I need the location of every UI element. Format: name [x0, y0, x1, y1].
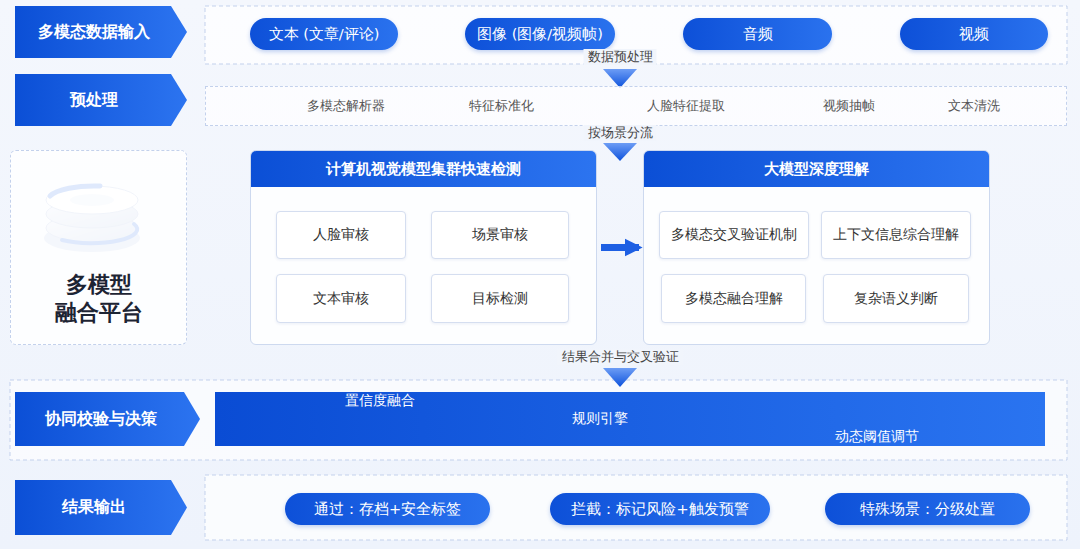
input-pill: 音频 [683, 18, 832, 50]
step-text: 动态阈值调节 [835, 428, 1080, 446]
input-pill: 文本 (文章/评论) [250, 18, 398, 50]
process-box: 场景审核 [431, 211, 569, 259]
stage-title: 结果输出 [62, 497, 126, 518]
input-pill: 通过：存档+安全标签 [285, 493, 490, 525]
node-text: 视频 [959, 25, 989, 44]
process-box: 文本审核 [276, 274, 406, 323]
platform-card: 多模型 融合平台 [10, 150, 187, 345]
banner-arrow [15, 392, 200, 446]
node-text: 多模型 融合平台 [34, 271, 164, 326]
node-text: 目标检测 [472, 290, 528, 308]
step-panel: 多模态解析器 特征标准化 人脸特征提取 视频抽帧 文本清洗 [205, 86, 1067, 126]
stage-title: 协同校验与决策 [45, 409, 157, 430]
decision-panel [10, 380, 1067, 460]
step-text: 规则引擎 [572, 410, 1080, 428]
process-box: 复杂语义判断 [823, 274, 969, 323]
process-box: 人脸审核 [276, 211, 406, 259]
node-text: 上下文信息综合理解 [833, 226, 959, 244]
output-panel [205, 475, 1067, 540]
process-box: 目标检测 [431, 274, 569, 323]
banner-arrow [15, 6, 187, 58]
node-text: 多模态交叉验证机制 [671, 226, 797, 244]
flow-label: 结果合并与交叉验证 [558, 349, 683, 365]
down-arrow [603, 368, 637, 387]
step-text: 置信度融合 [345, 392, 1080, 410]
process-box: 多模态交叉验证机制 [659, 211, 809, 259]
flow-label: 数据预处理 [584, 49, 657, 65]
input-pill: 拦截：标记风险+触发预警 [550, 493, 770, 525]
step-text: 人脸特征提取 [647, 97, 725, 115]
input-pill: 图像 (图像/视频帧) [465, 18, 615, 50]
flow-arrow [601, 244, 639, 251]
node-text: 文本 (文章/评论) [269, 25, 380, 44]
process-box: 上下文信息综合理解 [821, 211, 971, 259]
stage-banner: 协同校验与决策 [15, 392, 200, 446]
node-text: 特殊场景：分级处置 [860, 500, 995, 519]
node-text: 图像 (图像/视频帧) [477, 25, 603, 44]
module-card: 大模型深度理解多模态交叉验证机制 上下文信息综合理解多模态融合理解 复杂语义判断 [643, 150, 990, 345]
stage-banner: 结果输出 [15, 480, 187, 535]
step-text: 多模态解析器 [307, 97, 385, 115]
input-pill: 特殊场景：分级处置 [825, 493, 1030, 525]
node-text: 文本审核 [313, 290, 369, 308]
step-text: 特征标准化 [469, 97, 534, 115]
decision-band: 置信度融合规则引擎动态阈值调节 [215, 392, 1045, 446]
node-text: 人脸审核 [313, 226, 369, 244]
stage-banner: 多模态数据输入 [15, 6, 187, 58]
down-arrow [603, 143, 637, 161]
node-text: 音频 [743, 25, 773, 44]
step-text: 视频抽帧 [823, 97, 875, 115]
node-text: 场景审核 [472, 226, 528, 244]
node-text: 通过：存档+安全标签 [314, 500, 461, 519]
banner-arrow [15, 480, 187, 535]
banner-arrow [15, 74, 187, 126]
input-pill: 视频 [900, 18, 1048, 50]
flow-label: 按场景分流 [584, 125, 657, 141]
module-card: 计算机视觉模型集群快速检测人脸审核 场景审核文本审核 目标检测 [250, 150, 597, 345]
step-text: 文本清洗 [948, 97, 1000, 115]
card-header: 大模型深度理解 [644, 151, 989, 187]
card-header: 计算机视觉模型集群快速检测 [251, 151, 596, 187]
stage-banner: 预处理 [15, 74, 187, 126]
node-text: 复杂语义判断 [854, 290, 938, 308]
stage-title: 预处理 [70, 90, 118, 111]
process-box: 多模态融合理解 [661, 274, 806, 323]
node-text: 拦截：标记风险+触发预警 [571, 500, 748, 519]
input-panel [205, 6, 1067, 64]
node-text: 多模态融合理解 [685, 290, 783, 308]
stage-title: 多模态数据输入 [38, 22, 150, 43]
